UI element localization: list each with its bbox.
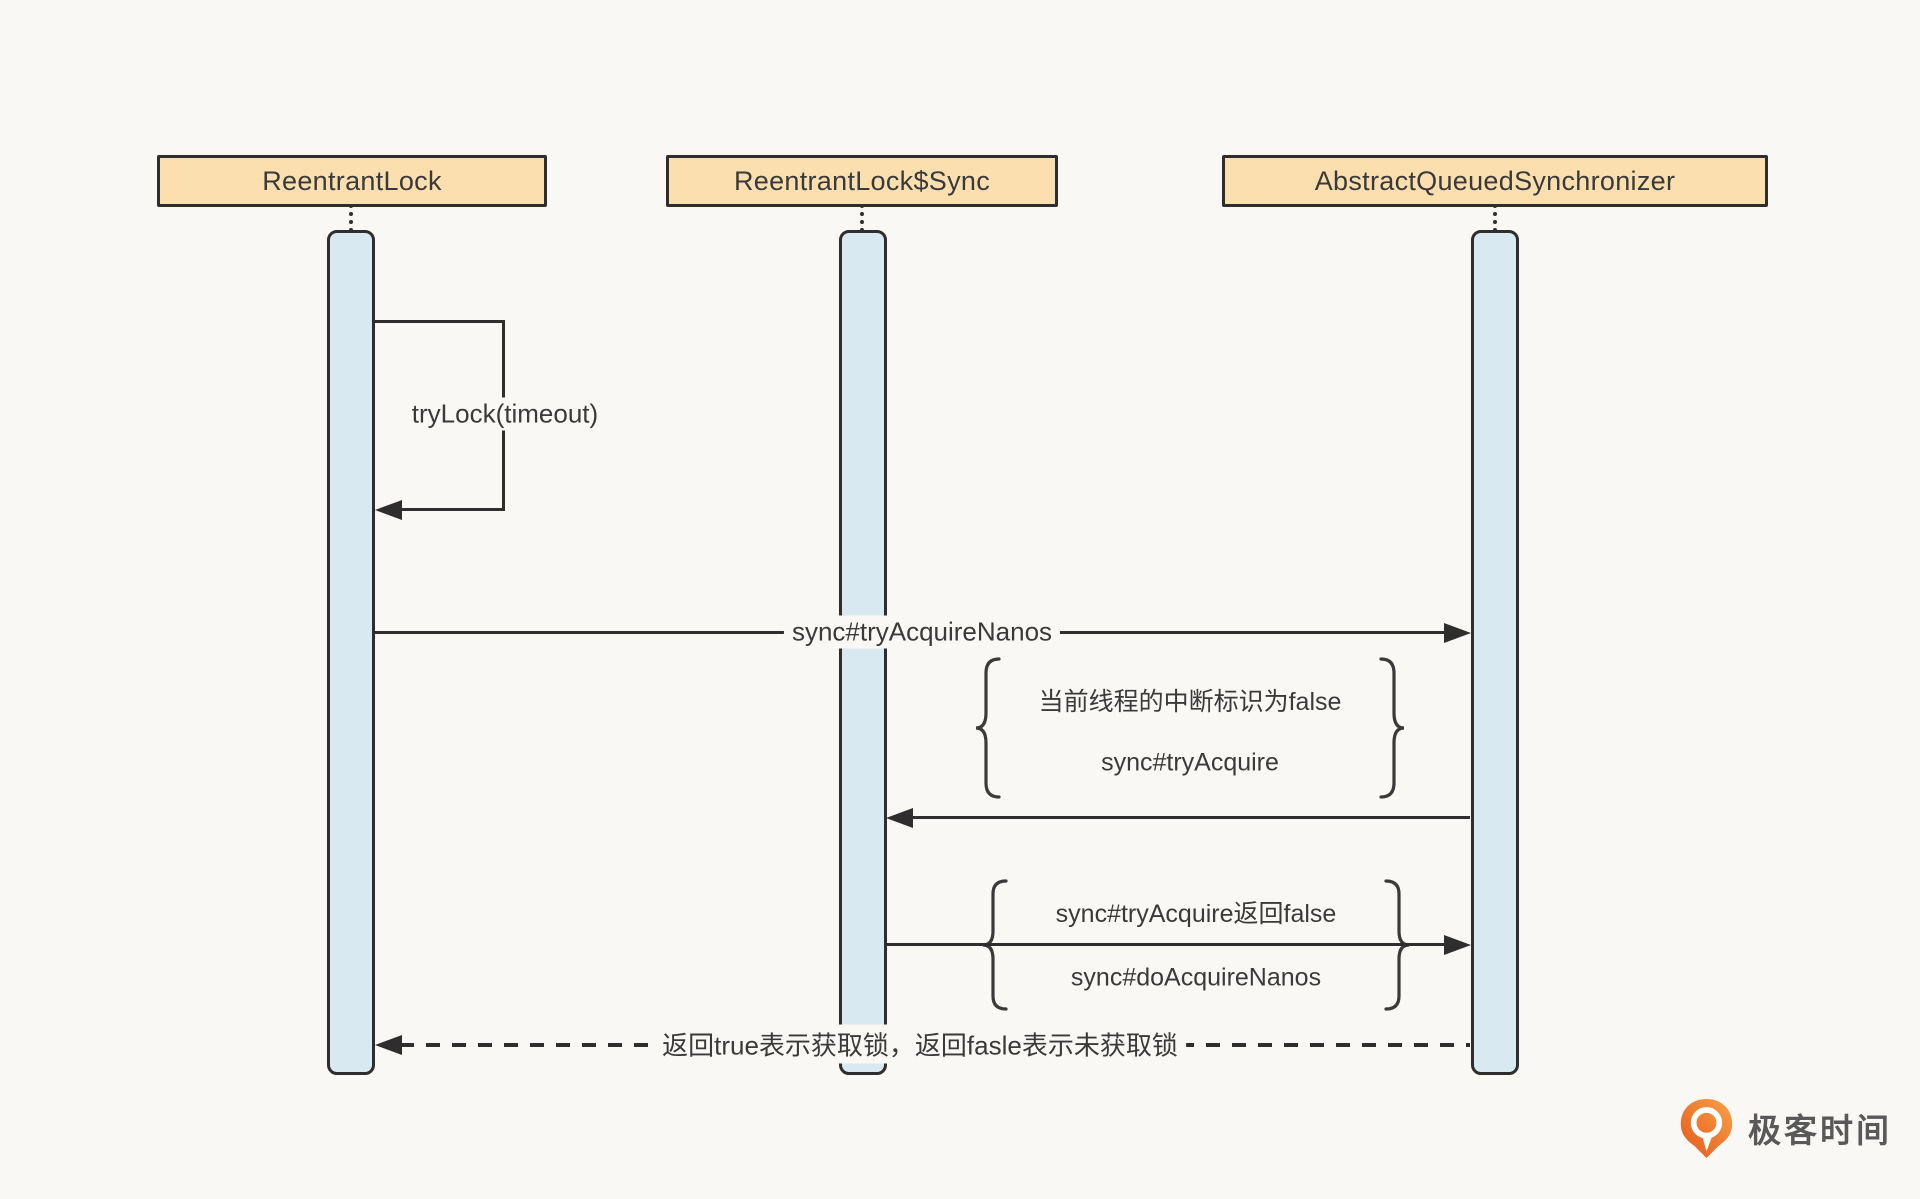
participant-header-aqs: AbstractQueuedSynchronizer [1222,155,1768,207]
return-tryacquire-arrowhead-icon [886,808,913,828]
activation-bar-reentrantlock-sync [839,230,887,1075]
participant-header-reentrantlock: ReentrantLock [157,155,547,207]
call-tryacquirenanos-label: sync#tryAcquireNanos [783,615,1061,649]
participant-label: AbstractQueuedSynchronizer [1314,165,1676,196]
return-tryacquire-line [909,816,1470,819]
geektime-logo-icon [1680,1098,1733,1158]
curly-brace-right-icon [1379,657,1405,799]
self-call-line-top [375,320,505,323]
call-doacquirenanos-arrowhead-icon [1444,935,1471,955]
annotation-braces-1 [975,657,1405,799]
geektime-logo-text: 极客时间 [1748,1112,1892,1149]
activation-bar-reentrantlock [327,230,375,1075]
self-call-label: tryLock(timeout) [403,397,607,431]
activation-bar-aqs [1471,230,1519,1075]
dashed-return-label: 返回true表示获取锁，返回fasle表示未获取锁 [654,1024,1186,1064]
lifeline-dotted-connector [1493,204,1497,232]
call-tryacquirenanos-arrowhead-icon [1444,623,1471,643]
curly-brace-left-icon [975,657,1001,799]
call-doacquirenanos-line [887,943,1445,946]
participant-header-reentrantlock-sync: ReentrantLock$Sync [666,155,1058,207]
annotation-line: sync#tryAcquire [1101,748,1279,777]
participant-label: ReentrantLock [262,165,442,196]
participant-label: ReentrantLock$Sync [733,165,991,196]
annotation-line: 当前线程的中断标识为false [1038,688,1342,716]
annotation-line: sync#tryAcquire返回false [1055,900,1337,928]
geektime-logo: 极客时间 [1678,1096,1892,1160]
self-call-line-bottom [398,508,505,511]
lifeline-dotted-connector [860,204,864,232]
dashed-return-arrowhead-icon [375,1035,402,1055]
self-call-arrowhead-icon [375,500,402,520]
annotation-line: sync#doAcquireNanos [1070,963,1322,992]
lifeline-dotted-connector [349,204,353,232]
